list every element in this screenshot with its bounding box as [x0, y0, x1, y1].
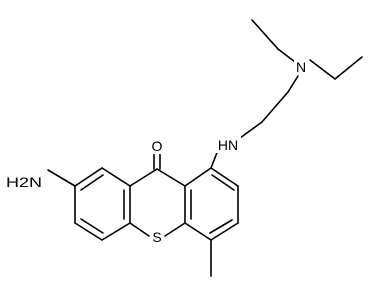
- atom-o-carbonyl: O: [150, 137, 164, 154]
- atom-labels: N HN O S H2N: [4, 58, 308, 246]
- bond-ring-left-5b: [80, 174, 104, 191]
- bonds: [47, 19, 363, 277]
- bond-c-nh2: [47, 169, 76, 187]
- bond-ring-right-3b: [209, 219, 233, 234]
- atom-label-n: N: [296, 59, 306, 75]
- atom-label-h2n: H2N: [6, 174, 42, 190]
- bond-ring-right-1: [210, 167, 239, 187]
- bond-c9-c8a: [129, 168, 158, 187]
- bond-ring-right-3: [210, 222, 239, 241]
- bond-c4a-s: [164, 222, 186, 237]
- atom-n-diethyl: N: [294, 58, 308, 75]
- bond-ring-left-3b: [80, 218, 104, 234]
- bond-ch2-nh: [239, 121, 263, 139]
- bond-ring-right-4: [184, 222, 212, 241]
- atom-label-hn: HN: [218, 137, 238, 153]
- atom-s-ring: S: [150, 228, 164, 246]
- atom-nh2: H2N: [4, 171, 44, 191]
- atom-nh-amine: HN: [215, 136, 241, 153]
- bond-ch2-ch2: [261, 91, 289, 123]
- bond-ethyl-ch2-right: [309, 59, 336, 80]
- bond-ring-right-6: [184, 167, 212, 187]
- bond-n-ch2: [287, 75, 299, 93]
- bond-c9-c9a: [156, 168, 186, 187]
- atom-label-o: O: [152, 138, 163, 154]
- bond-ring-left-2: [101, 222, 131, 241]
- bond-s-c10a: [129, 222, 150, 237]
- bond-ethyl-ch3-left: [251, 19, 279, 50]
- bond-ring-left-3: [74, 222, 103, 241]
- bond-ring-left-5: [74, 167, 103, 187]
- bond-ring-right-1b: [211, 174, 235, 191]
- bond-ethyl-ch2-left: [277, 48, 296, 63]
- bond-ethyl-ch3-right: [334, 56, 363, 80]
- bond-ring-left-6: [101, 167, 131, 187]
- atom-label-s: S: [152, 229, 161, 245]
